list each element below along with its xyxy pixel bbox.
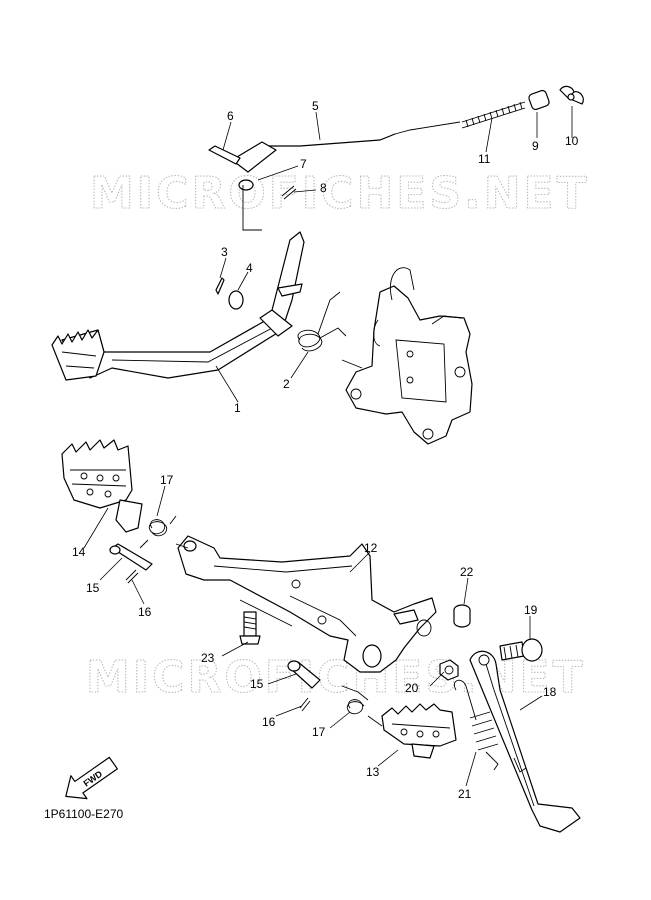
callout-15a: 15 xyxy=(86,581,100,595)
cotter-pin-16-left xyxy=(125,569,139,584)
fwd-arrow: FWD xyxy=(65,756,118,800)
wing-nut xyxy=(559,85,584,105)
watermark-top: MICROFICHES.NET xyxy=(90,168,590,219)
callout-17b: 17 xyxy=(312,725,326,739)
callout-5: 5 xyxy=(312,99,319,113)
callout-10: 10 xyxy=(565,134,579,148)
adjuster-pin xyxy=(528,89,550,111)
footrest-left xyxy=(61,439,143,533)
return-spring xyxy=(297,291,363,369)
callout-3: 3 xyxy=(221,245,228,259)
callout-2: 2 xyxy=(283,377,290,391)
callout-6: 6 xyxy=(227,109,234,123)
callout-16b: 16 xyxy=(262,715,276,729)
cotter-pin-3 xyxy=(215,277,225,295)
threaded-rod xyxy=(461,101,526,129)
bolt-6 xyxy=(208,145,241,165)
callout-20: 20 xyxy=(405,681,419,695)
collar-22 xyxy=(453,604,471,628)
footrest-spring-left xyxy=(148,519,168,537)
callout-22: 22 xyxy=(460,565,474,579)
cable-clevis xyxy=(231,141,277,173)
sidestand-bolt xyxy=(499,638,543,662)
cotter-pin-8 xyxy=(281,185,297,200)
sidestand xyxy=(469,650,581,833)
frame-section xyxy=(345,267,473,445)
footrest-spring-right xyxy=(346,699,365,715)
leader-lines xyxy=(83,106,573,787)
callout-11: 11 xyxy=(478,152,491,166)
callout-9: 9 xyxy=(532,139,539,153)
callout-8: 8 xyxy=(320,181,327,195)
callout-19: 19 xyxy=(524,603,538,617)
watermark-bottom: MICROFICHES.NET xyxy=(86,652,586,703)
callout-1: 1 xyxy=(234,401,241,415)
callout-17a: 17 xyxy=(160,473,174,487)
footrest-right xyxy=(381,703,457,759)
nut-20 xyxy=(439,659,459,681)
callout-4: 4 xyxy=(246,261,253,275)
callout-13: 13 xyxy=(366,765,380,779)
footrest-pin-left xyxy=(111,543,153,571)
callout-15b: 15 xyxy=(250,677,264,691)
callout-14: 14 xyxy=(72,545,86,559)
washer-7 xyxy=(238,179,254,191)
callout-numbers: 6 5 7 8 9 10 11 3 4 2 1 17 14 12 15 16 2… xyxy=(72,99,579,801)
callout-7: 7 xyxy=(300,157,307,171)
bolt-23 xyxy=(239,611,261,645)
washer-4 xyxy=(228,290,244,310)
brake-cable-assembly xyxy=(208,85,584,200)
sidestand-spring xyxy=(454,679,499,771)
callout-12: 12 xyxy=(364,541,378,555)
callout-21: 21 xyxy=(458,787,472,801)
callout-16a: 16 xyxy=(138,605,152,619)
assembly-guides xyxy=(175,543,383,727)
drawing-code: 1P61100-E270 xyxy=(44,807,124,821)
callout-18: 18 xyxy=(543,685,557,699)
brake-pedal xyxy=(51,231,305,381)
callout-23: 23 xyxy=(201,651,215,665)
footrest-bracket xyxy=(177,535,437,673)
